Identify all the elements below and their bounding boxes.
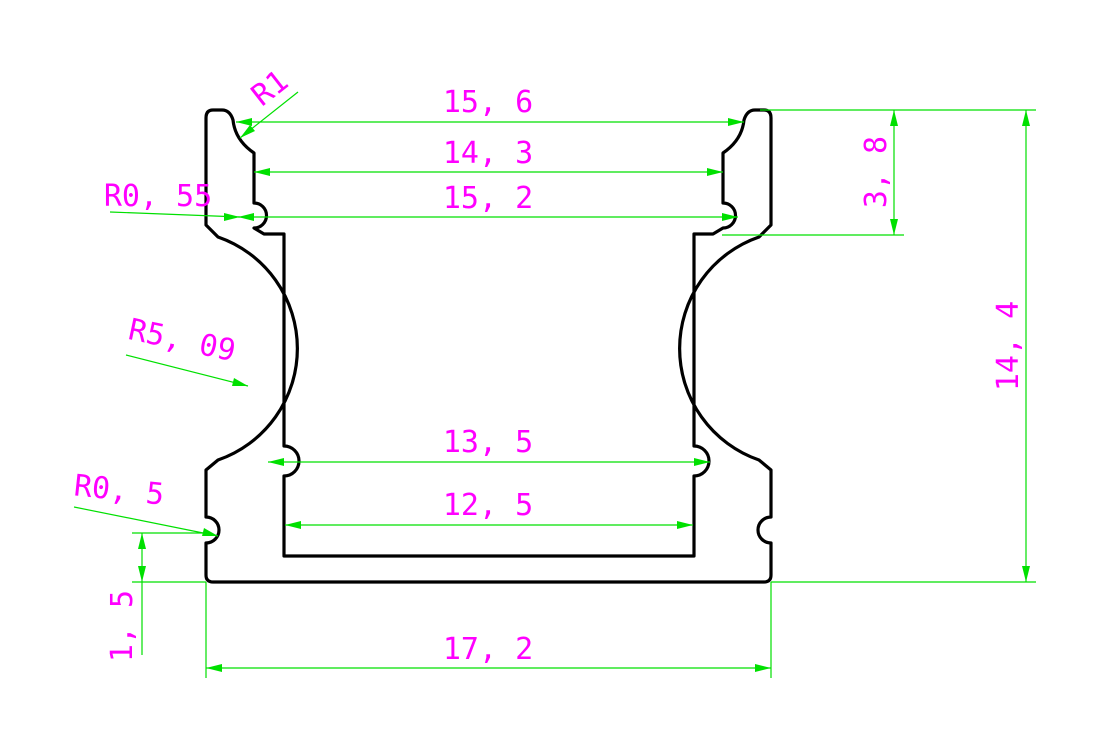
label-total-height: 14, 4 [991,301,1026,391]
arrowhead [890,110,898,126]
arrowhead [202,528,218,536]
arrowhead [206,664,222,672]
label-lip-radius: R0, 55 [104,179,212,214]
arrowhead [240,125,255,138]
label-top-radius: R1 [245,64,295,114]
arrowhead [722,213,738,221]
arrowhead [707,168,723,176]
label-top-outer-width: 15, 6 [443,85,533,120]
arrowhead [755,664,771,672]
radius-leaders [73,91,299,537]
arrowhead [890,219,898,235]
leader-side-radius [125,354,249,387]
arrowhead [1022,110,1030,126]
label-upper-inner-width: 14, 3 [443,136,533,171]
arrowhead [677,521,693,529]
label-floor-width: 12, 5 [443,488,533,523]
label-foot-radius: R0, 5 [72,468,165,512]
arrowhead [285,521,301,529]
leader-lip-radius [109,211,241,218]
leader-foot-radius [73,506,219,537]
label-top-height: 3, 8 [859,136,894,208]
arrowhead [138,533,146,549]
label-lip-width: 15, 2 [443,181,533,216]
arrowhead [138,566,146,582]
label-channel-width: 13, 5 [443,425,533,460]
profile-outer-contour [204,108,773,584]
dimension-lines [132,109,1036,678]
arrowhead [254,168,270,176]
arrowhead [1022,566,1030,582]
arrowhead [694,458,710,466]
arrowhead [236,118,252,126]
arrowhead [268,458,284,466]
arrowhead [232,378,248,386]
label-foot-height: 1, 5 [105,590,140,662]
dimension-labels: 15, 6 14, 3 15, 2 13, 5 12, 5 17, 2 3, 8… [72,64,1026,667]
aluminum-profile-outline [204,108,773,584]
label-base-width: 17, 2 [443,632,533,667]
arrowhead [224,213,240,221]
arrowhead [728,118,744,126]
label-side-radius: R5, 09 [125,312,238,369]
arrowhead [238,213,254,221]
